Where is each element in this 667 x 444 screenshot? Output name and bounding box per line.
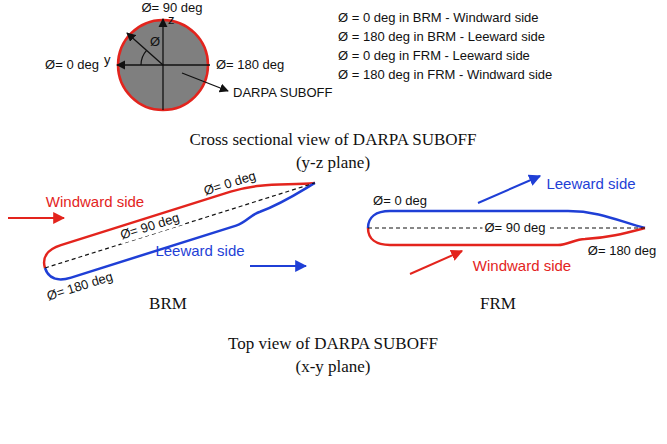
- angle-label: Ø= 0 deg: [373, 194, 427, 209]
- side-label: Leeward side: [546, 175, 635, 192]
- angle-arc: [141, 50, 147, 65]
- note-line: Ø = 0 deg in BRM - Windward side: [338, 11, 539, 26]
- side-label: Windward side: [46, 193, 144, 210]
- frm-hull: [368, 211, 645, 245]
- angle-label: Ø= 180 deg: [588, 244, 656, 259]
- flow-arrow: [478, 176, 540, 203]
- angle-label: Ø= 180 deg: [216, 58, 284, 73]
- note-line: Ø = 0 deg in FRM - Leeward side: [338, 49, 530, 64]
- note-line: Ø = 180 deg in BRM - Leeward side: [338, 30, 545, 45]
- figure-caption: Top view of DARPA SUBOFF (x-y plane): [220, 333, 446, 379]
- part-name: DARPA SUBOFF: [233, 86, 332, 101]
- side-label: Leeward side: [155, 242, 244, 259]
- axis-label: y: [104, 53, 111, 68]
- brm-hull: [40, 167, 320, 285]
- angle-ray: [127, 33, 163, 65]
- angle-label: Ø= 90 deg: [482, 221, 547, 236]
- side-label: Windward side: [473, 257, 571, 274]
- flow-arrow: [8, 217, 64, 219]
- y-axis: [117, 64, 210, 65]
- angle-label: Ø= 0 deg: [45, 58, 99, 73]
- note-line: Ø = 180 deg in FRM - Windward side: [338, 68, 552, 83]
- angle-symbol: Ø: [150, 35, 160, 50]
- figure-caption: Cross sectional view of DARPA SUBOFF (y-…: [183, 129, 483, 175]
- flow-arrow: [250, 265, 306, 267]
- view-name: BRM: [149, 294, 187, 314]
- view-name: FRM: [480, 294, 516, 314]
- leader-arrow: [182, 73, 228, 91]
- axis-label: z: [168, 13, 175, 28]
- flow-arrow: [410, 251, 462, 274]
